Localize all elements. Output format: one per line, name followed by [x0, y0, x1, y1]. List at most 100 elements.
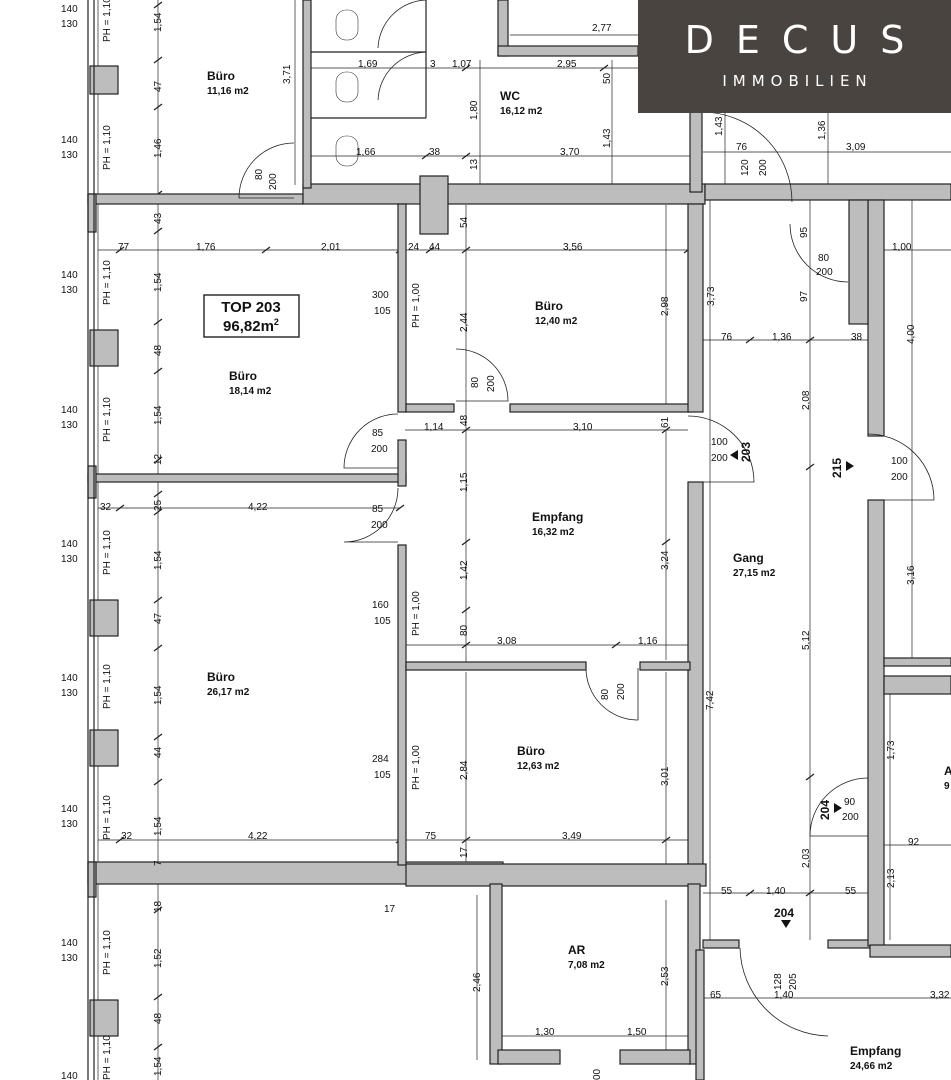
dim: 48 — [153, 1012, 164, 1024]
door-height: 205 — [788, 973, 799, 990]
dim: 1,00 — [892, 242, 912, 253]
dim: 12 — [153, 453, 164, 465]
sill-height: PH = 1,10 — [102, 664, 113, 709]
door-height: 200 — [842, 812, 859, 823]
dim: 32 — [100, 502, 112, 513]
room-area: 26,17 m2 — [207, 687, 250, 698]
dim: 32 — [121, 831, 133, 842]
room-area: 16,32 m2 — [532, 527, 575, 538]
dim: 1,14 — [424, 422, 444, 433]
dim: 1,15 — [459, 472, 470, 492]
dim: 1,54 — [153, 405, 164, 425]
dim: 44 — [153, 746, 164, 758]
door-width: 128 — [773, 973, 784, 990]
wc-dims: 2,77 1,69 3 1,07 2,95 50 1,80 1,43 1,66 … — [254, 23, 613, 190]
dim: 3 — [430, 59, 436, 70]
window-height: 130 — [61, 819, 78, 830]
window-height: 130 — [61, 150, 78, 161]
sill-height: PH = 1,10 — [102, 930, 113, 975]
sill-height: PH = 1,10 — [102, 795, 113, 840]
door-width: 120 — [740, 159, 751, 176]
door-height: 200 — [371, 520, 388, 531]
sill-height: PH = 1,10 — [102, 0, 113, 42]
dim: 18 — [153, 900, 164, 912]
room-area: 16,12 m2 — [500, 106, 543, 117]
door-width: 80 — [254, 168, 265, 180]
door-width: 80 — [600, 688, 611, 700]
dim: 2,01 — [321, 242, 341, 253]
window-height: 130 — [61, 554, 78, 565]
window-width: 140 — [61, 673, 78, 684]
dim: 1,54 — [153, 685, 164, 705]
dim: 3,71 — [282, 64, 293, 84]
dim: 17 — [384, 904, 396, 915]
dim: 38 — [851, 332, 863, 343]
room-name: Gang — [733, 551, 764, 565]
sill-height: PH = 1,00 — [411, 591, 422, 636]
door-width: 90 — [844, 797, 856, 808]
marker-215: 215 — [830, 458, 844, 478]
door-width: 100 — [891, 456, 908, 467]
window-width: 140 — [61, 405, 78, 416]
dim: 5,12 — [801, 630, 812, 650]
room-name: A — [944, 764, 951, 778]
room-name: Büro — [517, 744, 545, 758]
sill-height-labels: PH = 1,10 PH = 1,10 PH = 1,10 PH = 1,10 … — [102, 0, 422, 1080]
dim: 54 — [459, 216, 470, 228]
dim: 25 — [153, 499, 164, 511]
dim: 50 — [602, 72, 613, 84]
upper-office-dims: 77 1,76 2,01 24 44 3,56 54 300 105 2,44 … — [118, 216, 917, 392]
room-area: 12,63 m2 — [517, 761, 560, 772]
dim: 1,07 — [452, 59, 472, 70]
room-name: Empfang — [850, 1044, 901, 1058]
dim: 47 — [153, 80, 164, 92]
door-height: 200 — [816, 267, 833, 278]
dim: 1,40 — [774, 990, 794, 1001]
window-height: 130 — [61, 688, 78, 699]
door-width: 80 — [470, 376, 481, 388]
dim: 7 — [153, 860, 164, 866]
window-width: 140 — [61, 270, 78, 281]
room-area: 27,15 m2 — [733, 568, 776, 579]
left-column-dims: 1,54 47 1,46 43 1,54 48 1,54 12 25 1,54 … — [153, 12, 293, 1076]
dim: 3,08 — [497, 636, 517, 647]
dim: 4,22 — [248, 831, 268, 842]
dim: 24 — [408, 242, 420, 253]
door-height: 200 — [486, 375, 497, 392]
dim: 97 — [799, 290, 810, 302]
sill-height: PH = 1,00 — [411, 283, 422, 328]
dim: 1,43 — [602, 128, 613, 148]
room-area: 9 — [944, 781, 950, 792]
ar-dims: 17 2,46 2,53 128 205 65 1,40 3,32 1,30 1… — [384, 904, 950, 1080]
dim: 43 — [153, 212, 164, 224]
window-width: 140 — [61, 4, 78, 15]
dim: 2,95 — [557, 59, 577, 70]
dim: 1,54 — [153, 272, 164, 292]
door-width: 100 — [711, 437, 728, 448]
dim: 75 — [425, 831, 437, 842]
dim: 1,30 — [535, 1027, 555, 1038]
sill-height: PH = 1,00 — [411, 745, 422, 790]
dim: 2,46 — [472, 972, 483, 992]
logo-subtitle: IMMOBILIEN — [722, 72, 873, 90]
room-name: Empfang — [532, 510, 583, 524]
door-height: 200 — [616, 683, 627, 700]
window-width: 140 — [61, 804, 78, 815]
doors — [238, 111, 935, 1037]
room-area: 7,08 m2 — [568, 960, 605, 971]
dimension-lines — [97, 0, 951, 1080]
dim: 105 — [374, 306, 391, 317]
right-top-dims: 1,43 1,36 3,09 76 120 200 — [714, 116, 866, 176]
marker-203: 203 — [739, 442, 753, 462]
room-area: 11,16 m2 — [207, 86, 249, 97]
dim: 2,08 — [801, 390, 812, 410]
dim: 1,66 — [356, 147, 376, 158]
room-name: Büro — [535, 299, 563, 313]
dim: 80 — [459, 624, 470, 636]
dim: 55 — [845, 886, 857, 897]
room-name: AR — [568, 943, 586, 957]
dim: 284 — [372, 754, 389, 765]
dim: 48 — [459, 414, 470, 426]
dim: 48 — [153, 344, 164, 356]
